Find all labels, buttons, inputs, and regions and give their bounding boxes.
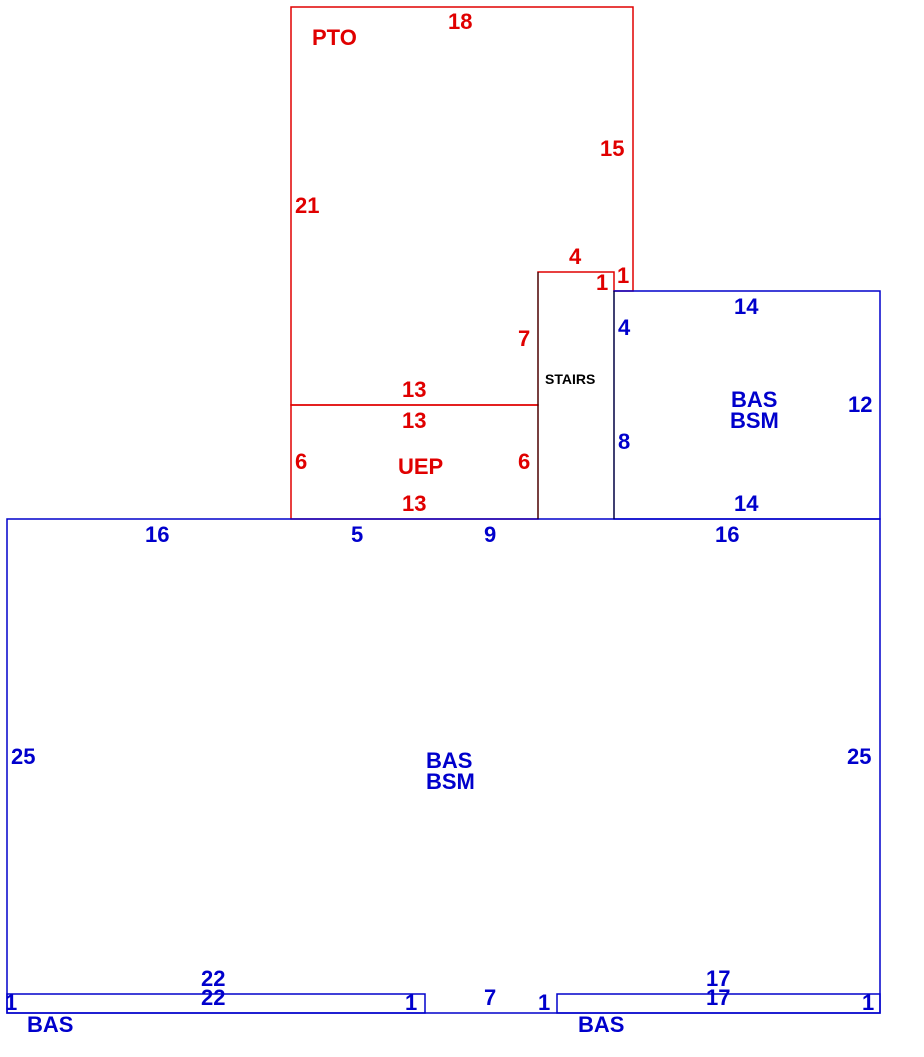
uep-left-dim: 6: [295, 449, 307, 474]
br-right-dim: 1: [862, 990, 874, 1015]
pto-area-label: PTO: [312, 25, 357, 50]
uep-top-dim: 13: [402, 408, 426, 433]
br-left-dim: 1: [538, 990, 550, 1015]
bottom-left-bas-outline: [6, 993, 426, 1014]
bottom-right-bas-label: BAS: [578, 1012, 624, 1037]
bottom-left-bas-label: BAS: [27, 1012, 73, 1037]
pto-bottom-dim: 13: [402, 377, 426, 402]
main-bsm-label: BSM: [426, 769, 475, 794]
right-bas-label: BAS: [731, 387, 777, 412]
right-left-upper-dim: 4: [618, 315, 631, 340]
bottom-gap-dim: 7: [484, 985, 496, 1010]
pto-left-dim: 21: [295, 193, 319, 218]
uep-area-label: UEP: [398, 454, 443, 479]
pto-right-dim: 15: [600, 136, 624, 161]
bl-left-dim: 1: [5, 990, 17, 1015]
main-top-left-dim: 16: [145, 522, 169, 547]
main-top-mid1-dim: 5: [351, 522, 363, 547]
pto-step-right-dim: 1: [617, 263, 629, 288]
bl-right-dim: 1: [405, 990, 417, 1015]
uep-right-dim: 6: [518, 449, 530, 474]
bottom-right-bas-outline: [556, 993, 881, 1014]
main-top-mid2-dim: 9: [484, 522, 496, 547]
right-top-dim: 14: [734, 294, 759, 319]
right-left-lower-dim: 8: [618, 429, 630, 454]
main-right-dim: 25: [847, 744, 871, 769]
pto-inner-right-dim: 7: [518, 326, 530, 351]
uep-bottom-dim: 13: [402, 491, 426, 516]
pto-outline: [290, 6, 634, 406]
bl-top-outer-dim: 22: [201, 966, 225, 991]
main-bas-label: BAS: [426, 748, 472, 773]
pto-step-inner-dim: 1: [596, 270, 608, 295]
stairs-label: STAIRS: [545, 371, 595, 387]
bl-top-inner-dim: 22: [201, 985, 225, 1010]
br-top-outer-dim: 17: [706, 966, 730, 991]
main-left-dim: 25: [11, 744, 35, 769]
pto-top-dim: 18: [448, 9, 472, 34]
pto-step-top-dim: 4: [569, 244, 582, 269]
right-bsm-label: BSM: [730, 408, 779, 433]
right-right-dim: 12: [848, 392, 872, 417]
main-top-right-dim: 16: [715, 522, 739, 547]
br-top-inner-dim: 17: [706, 985, 730, 1010]
right-bottom-dim: 14: [734, 491, 759, 516]
